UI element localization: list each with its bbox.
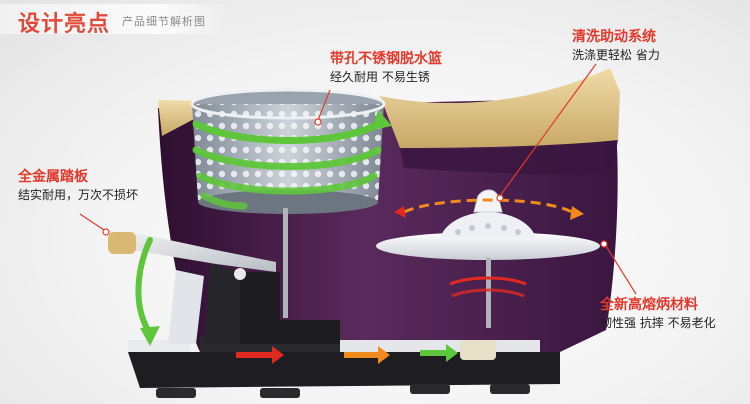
callout-pedal-title: 全金属踏板: [18, 169, 88, 185]
leader-lines: [79, 63, 637, 295]
callout-washer-title: 清洗助动系统: [572, 29, 656, 45]
callout-basket: 带孔不锈钢脱水篮 经久耐用 不易生锈: [330, 50, 442, 86]
bucket-rim-right: [380, 68, 620, 148]
spin-arrow-head: [372, 110, 392, 130]
callout-basket-desc: 经久耐用 不易生锈: [330, 70, 430, 84]
callout-washer: 清洗助动系统 洗涤更轻松 省力: [572, 28, 660, 64]
rotate-arrow-orange: [403, 198, 573, 298]
gear-part: [460, 340, 496, 360]
motion-arrow-red: [236, 346, 284, 364]
wash-plate: [376, 189, 600, 328]
motion-arrow-green: [420, 344, 458, 362]
header-subtitle: 产品细节解析图: [122, 15, 206, 28]
spin-basket: [190, 88, 386, 214]
header-banner: 设计亮点 产品细节解析图: [0, 0, 230, 38]
callout-pedal: 全金属踏板 结实耐用，万次不损坏: [18, 168, 138, 204]
callout-material-title: 全新高熔炳材料: [600, 297, 698, 313]
callout-material: 全新高熔炳材料 韧性强 抗摔 不易老化: [600, 296, 716, 332]
header-title: 设计亮点: [18, 12, 111, 37]
callout-material-desc: 韧性强 抗摔 不易老化: [600, 316, 716, 330]
press-arrow-green: [135, 237, 153, 333]
callout-pedal-desc: 结实耐用，万次不损坏: [18, 188, 139, 202]
center-shaft: [283, 208, 288, 318]
callout-basket-title: 带孔不锈钢脱水篮: [330, 51, 442, 67]
motion-arrow-orange: [344, 346, 390, 364]
callout-washer-desc: 洗涤更轻松 省力: [572, 48, 660, 62]
header-band: [0, 4, 230, 34]
spin-arrow-green: [192, 120, 382, 210]
